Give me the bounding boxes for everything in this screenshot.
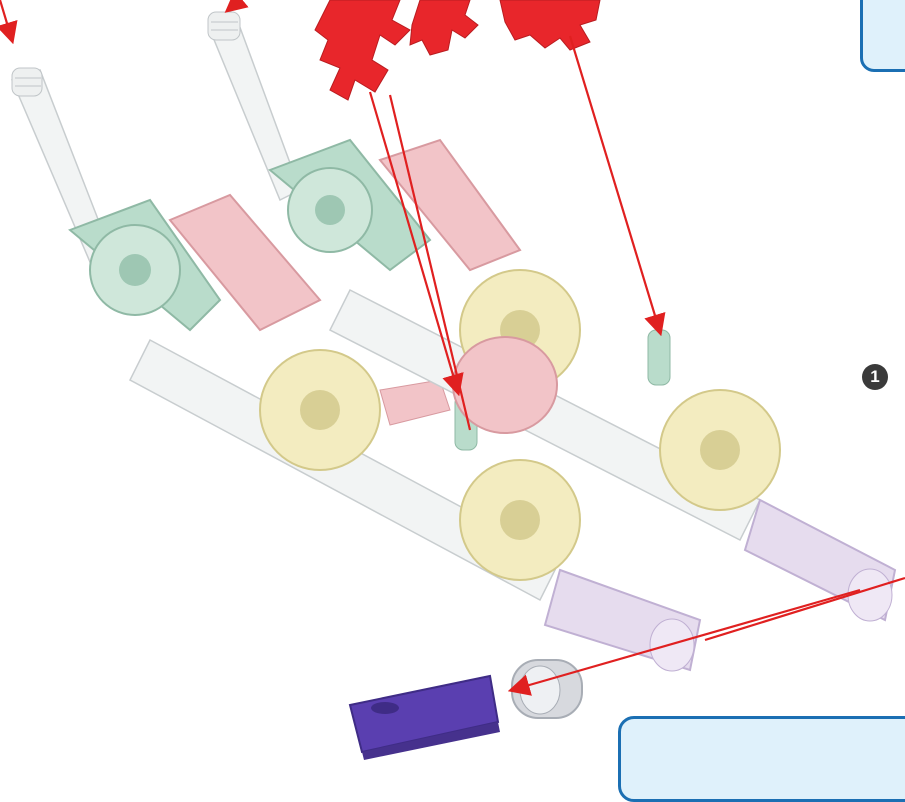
instruction-illustration: 1: [0, 0, 905, 760]
assembly-drawing: [0, 0, 905, 760]
red-connector-left: [315, 0, 410, 100]
callout-box-top: [860, 0, 905, 72]
step-number-badge: 1: [862, 364, 888, 390]
callout-box-bottom: [618, 716, 905, 802]
red-connector-right: [410, 0, 600, 55]
grey-spacer: [512, 660, 582, 718]
purple-clip: [350, 676, 500, 760]
